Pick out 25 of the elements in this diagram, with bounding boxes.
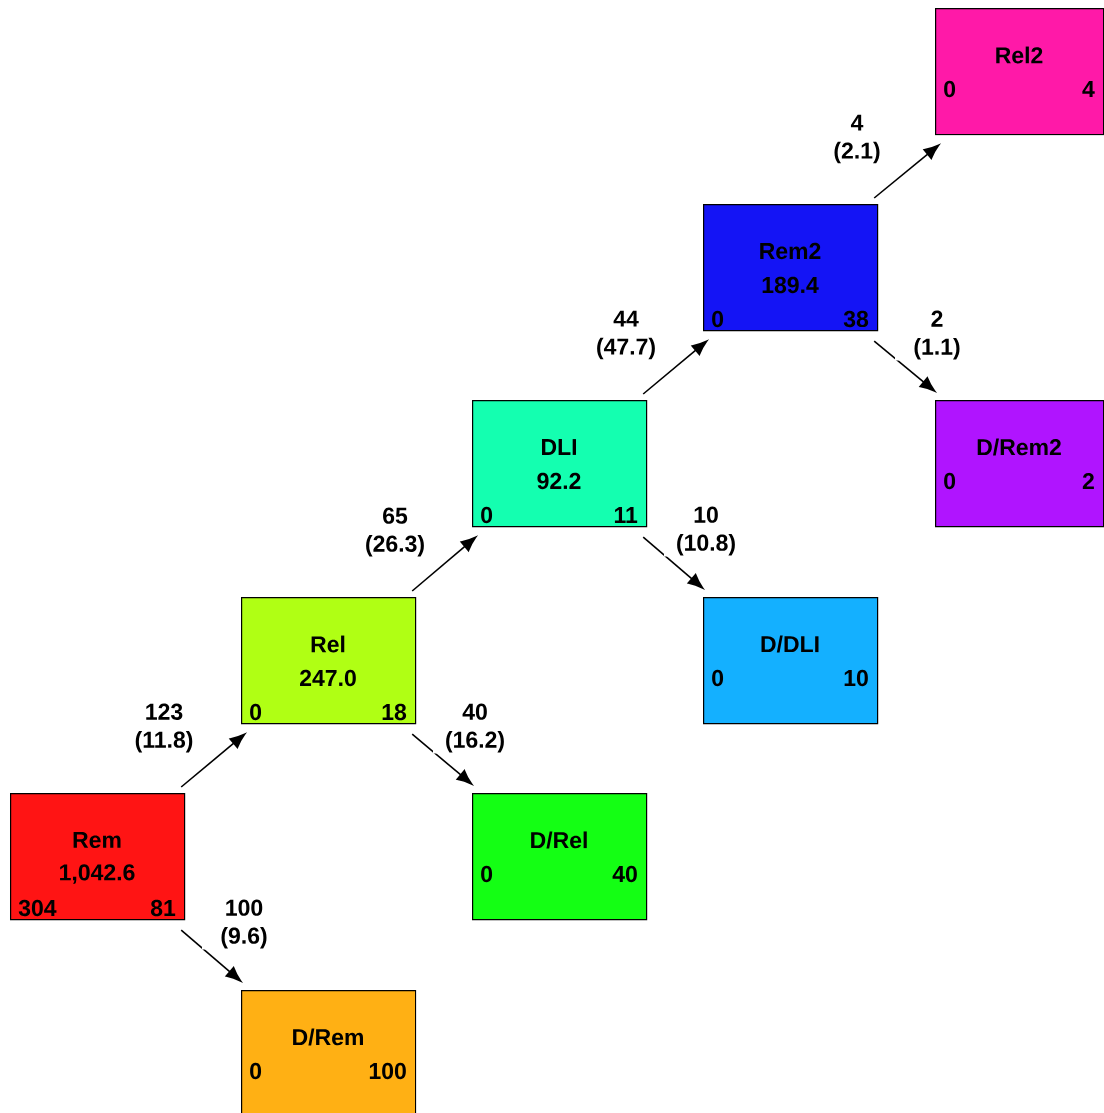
process-box: Rem2 189.4 0 38 xyxy=(703,204,879,332)
arrow xyxy=(180,733,246,788)
process-box: Rel2 0 4 xyxy=(935,8,1104,136)
arrow xyxy=(411,536,477,592)
edge-label: 40 (16.2) xyxy=(433,702,517,754)
edge-label: 10 (10.8) xyxy=(664,505,748,557)
edge-label: 65 (26.3) xyxy=(353,506,437,558)
edge-label: 4 (2.1) xyxy=(815,113,899,165)
process-box: DLI 92.2 0 11 xyxy=(472,400,648,528)
process-box: D/Rem 0 100 xyxy=(241,990,417,1113)
edge-label: 44 (47.7) xyxy=(584,309,668,361)
process-box: Rel 247.0 0 18 xyxy=(241,597,417,725)
arrow xyxy=(180,929,242,982)
edge-label: 123 (11.8) xyxy=(122,702,206,754)
arrow xyxy=(873,144,940,199)
arrow xyxy=(642,536,704,589)
arrow xyxy=(411,733,473,785)
arrow xyxy=(642,340,708,395)
edge-label: 2 (1.1) xyxy=(895,309,979,361)
arrow xyxy=(873,340,936,392)
process-box: D/Rem2 0 2 xyxy=(935,400,1104,528)
process-box: D/DLI 0 10 xyxy=(703,597,879,725)
process-box: Rem 1,042.6 304 81 xyxy=(10,793,186,921)
process-box: D/Rel 0 40 xyxy=(472,793,648,921)
edge-label: 100 (9.6) xyxy=(202,898,286,950)
